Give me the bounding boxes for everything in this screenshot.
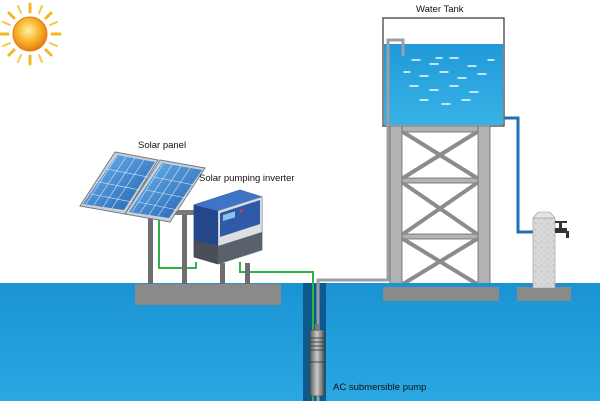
solar-pumping-inverter-label: Solar pumping inverter [199,173,295,184]
ac-submersible-pump [309,324,325,397]
solar-pumping-inverter [193,189,263,284]
supply-pipe [316,38,405,401]
panel-post-left [148,214,153,284]
tank-water-ripples [403,57,495,105]
panel-post-right [182,214,187,284]
tower-foundation [383,287,499,301]
tank-water [384,44,503,125]
tower-bracing [401,130,479,286]
water-tank [382,17,505,127]
solar-panel-right [124,159,206,223]
water-tank-label: Water Tank [416,4,464,15]
faucet-stand [532,211,556,289]
outlet-pipe [504,116,542,234]
tank-tower [389,125,491,291]
sun-icon [0,2,62,66]
solar-panel-array [79,151,206,284]
solar-panel-label: Solar panel [138,140,187,151]
panel-foundation [135,284,281,305]
ac-submersible-pump-label: AC submersible pump [333,382,427,393]
faucet-foundation [517,287,571,301]
faucet-icon [555,221,569,238]
water-left [0,283,309,401]
water-right [320,283,600,401]
